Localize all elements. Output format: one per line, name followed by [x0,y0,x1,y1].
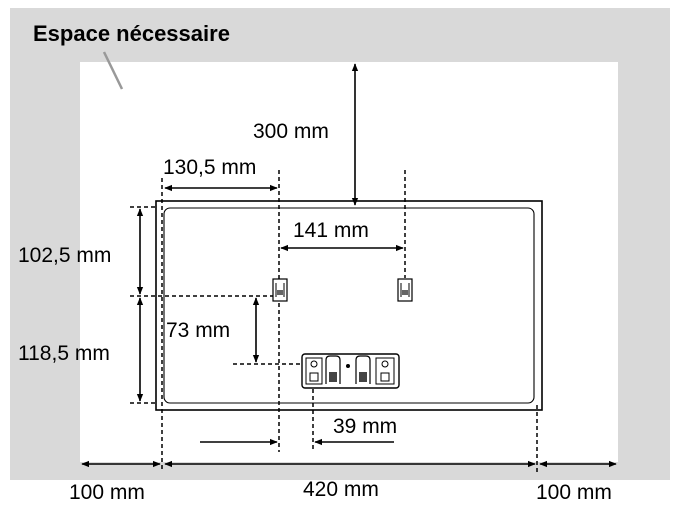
left-clearance-label: 100 mm [69,481,145,504]
required-space-area [80,62,618,462]
upper-height-label: 102,5 mm [18,244,111,267]
title-pointer-line [102,51,124,90]
label-strip [0,480,677,505]
width-label: 420 mm [303,478,379,501]
diagram-title: Espace nécessaire [33,21,230,46]
top-clearance-label: 300 mm [253,120,329,143]
stand-mount-plate-icon [301,353,400,389]
bracket-to-base-label: 73 mm [166,319,230,342]
right-clearance-label: 100 mm [536,481,612,504]
bracket-spacing-label: 141 mm [293,219,369,242]
base-offset-label: 39 mm [333,415,397,438]
tv-inner-frame [163,207,535,404]
left-wall-bracket-icon [272,278,288,302]
tv-outer-frame [155,200,543,411]
right-wall-bracket-icon [397,278,413,302]
left-offset-label: 130,5 mm [163,156,256,179]
lower-height-label: 118,5 mm [18,342,110,365]
